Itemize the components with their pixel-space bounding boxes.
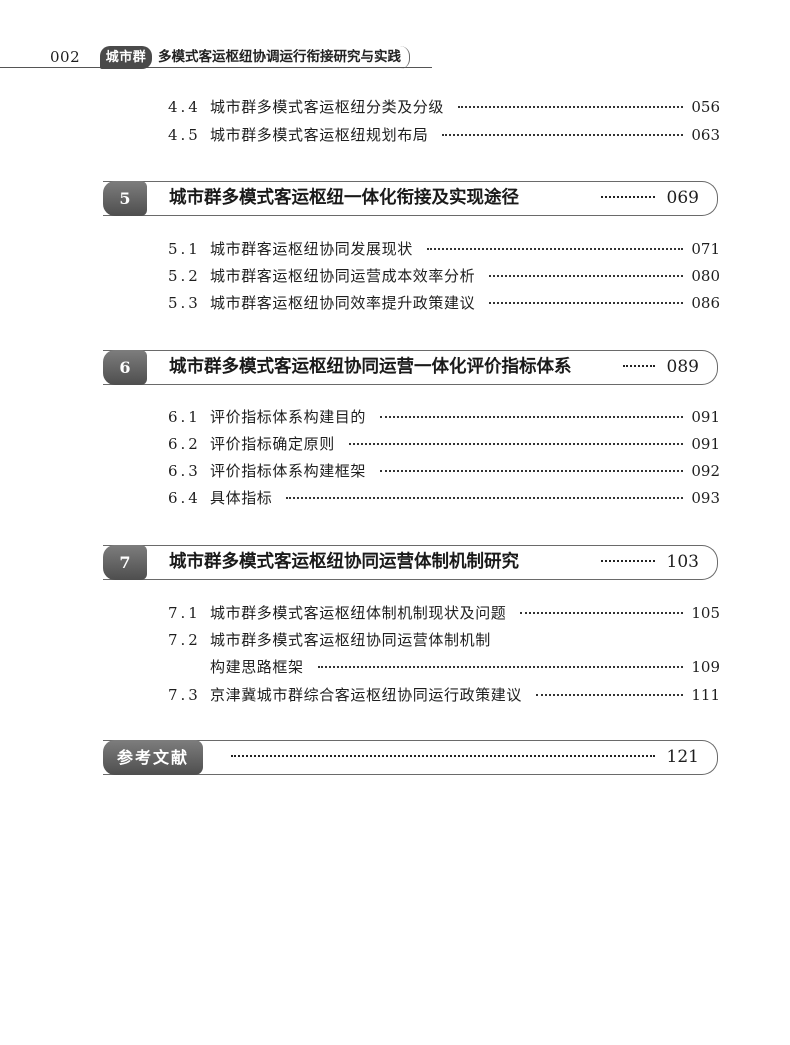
section-page: 056 <box>691 98 720 116</box>
book-title: 多模式客运枢纽协调运行衔接研究与实践 <box>158 46 410 69</box>
dot-leader <box>458 106 684 108</box>
dot-leader <box>601 560 655 562</box>
section-number: 4.4 <box>168 98 201 116</box>
toc-entry-5-2[interactable]: 5.2 城市群客运枢纽协同运营成本效率分析 080 <box>168 265 720 287</box>
section-number: 7.3 <box>168 686 201 704</box>
toc-entry-6-4[interactable]: 6.4 具体指标 093 <box>168 487 720 509</box>
section-number: 5.3 <box>168 294 201 312</box>
section-title: 城市群多模式客运枢纽分类及分级 <box>210 98 445 116</box>
chapter-page: 103 <box>666 552 699 572</box>
chapter-page: 089 <box>666 357 699 377</box>
section-page: 105 <box>691 604 720 622</box>
section-title: 城市群客运枢纽协同发展现状 <box>210 240 413 258</box>
chapter-number-badge: 5 <box>103 181 147 216</box>
section-page: 063 <box>691 126 720 144</box>
references-heading[interactable]: 参考文献 121 <box>103 740 718 775</box>
section-title: 城市群多模式客运枢纽规划布局 <box>210 126 429 144</box>
section-number: 5.2 <box>168 267 201 285</box>
section-number: 7.1 <box>168 604 201 622</box>
toc-entry-4-5[interactable]: 4.5 城市群多模式客运枢纽规划布局 063 <box>168 124 720 146</box>
section-title: 城市群客运枢纽协同运营成本效率分析 <box>210 267 476 285</box>
section-number: 4.5 <box>168 126 201 144</box>
section-page: 086 <box>691 294 720 312</box>
dot-leader <box>317 666 684 668</box>
chapter-number-badge: 6 <box>103 350 147 385</box>
toc-entry-6-3[interactable]: 6.3 评价指标体系构建框架 092 <box>168 460 720 482</box>
toc-entry-4-4[interactable]: 4.4 城市群多模式客运枢纽分类及分级 056 <box>168 96 720 118</box>
section-title: 具体指标 <box>210 489 273 507</box>
chapter-7-heading[interactable]: 7 城市群多模式客运枢纽协同运营体制机制研究 103 <box>103 545 718 580</box>
dot-leader <box>536 694 684 696</box>
running-header: 002 城市群 多模式客运枢纽协调运行衔接研究与实践 <box>0 40 790 76</box>
dot-leader <box>623 365 655 367</box>
section-number: 6.3 <box>168 462 201 480</box>
series-badge: 城市群 <box>100 46 152 69</box>
dot-leader <box>380 470 684 472</box>
section-title: 城市群客运枢纽协同效率提升政策建议 <box>210 294 476 312</box>
section-title: 评价指标体系构建目的 <box>210 408 367 426</box>
section-title: 评价指标体系构建框架 <box>210 462 367 480</box>
section-title: 城市群多模式客运枢纽协同运营体制机制 <box>210 631 491 649</box>
toc-entry-7-2[interactable]: 7.2 城市群多模式客运枢纽协同运营体制机制 <box>168 629 720 651</box>
section-number: 6.2 <box>168 435 201 453</box>
chapter-number-badge: 7 <box>103 545 147 580</box>
dot-leader <box>520 612 684 614</box>
section-title: 城市群多模式客运枢纽体制机制现状及问题 <box>210 604 507 622</box>
dot-leader <box>442 134 684 136</box>
section-number: 7.2 <box>168 631 201 649</box>
dot-leader <box>489 275 684 277</box>
header-rule <box>0 67 432 68</box>
chapter-title: 城市群多模式客运枢纽一体化衔接及实现途径 <box>169 188 519 208</box>
dot-leader <box>426 248 684 250</box>
chapter-5-heading[interactable]: 5 城市群多模式客运枢纽一体化衔接及实现途径 069 <box>103 181 718 216</box>
toc-entry-5-3[interactable]: 5.3 城市群客运枢纽协同效率提升政策建议 086 <box>168 292 720 314</box>
dot-leader <box>231 755 655 757</box>
section-page: 093 <box>691 489 720 507</box>
dot-leader <box>380 416 684 418</box>
page-number: 002 <box>50 48 81 66</box>
chapter-title: 城市群多模式客运枢纽协同运营体制机制研究 <box>169 552 519 572</box>
section-page: 071 <box>691 240 720 258</box>
toc-entry-5-1[interactable]: 5.1 城市群客运枢纽协同发展现状 071 <box>168 238 720 260</box>
dot-leader <box>286 497 684 499</box>
section-page: 091 <box>691 435 720 453</box>
toc-entry-7-3[interactable]: 7.3 京津冀城市群综合客运枢纽协同运行政策建议 111 <box>168 684 720 706</box>
section-page: 109 <box>691 658 720 676</box>
dot-leader <box>489 302 684 304</box>
references-badge: 参考文献 <box>103 740 203 775</box>
chapter-6-heading[interactable]: 6 城市群多模式客运枢纽协同运营一体化评价指标体系 089 <box>103 350 718 385</box>
toc-entry-7-2-continued[interactable]: 构建思路框架 109 <box>168 656 720 678</box>
toc-entry-7-1[interactable]: 7.1 城市群多模式客运枢纽体制机制现状及问题 105 <box>168 602 720 624</box>
section-page: 111 <box>691 686 720 704</box>
section-page: 091 <box>691 408 720 426</box>
toc-entry-6-1[interactable]: 6.1 评价指标体系构建目的 091 <box>168 406 720 428</box>
section-number: 6.1 <box>168 408 201 426</box>
section-page: 092 <box>691 462 720 480</box>
dot-leader <box>348 443 684 445</box>
section-title: 评价指标确定原则 <box>210 435 335 453</box>
chapter-page: 069 <box>666 188 699 208</box>
section-title: 京津冀城市群综合客运枢纽协同运行政策建议 <box>210 686 523 704</box>
section-page: 080 <box>691 267 720 285</box>
chapter-title: 城市群多模式客运枢纽协同运营一体化评价指标体系 <box>169 357 572 377</box>
toc-entry-6-2[interactable]: 6.2 评价指标确定原则 091 <box>168 433 720 455</box>
dot-leader <box>601 196 655 198</box>
section-number: 5.1 <box>168 240 201 258</box>
references-page: 121 <box>666 747 699 767</box>
section-number: 6.4 <box>168 489 201 507</box>
section-title-continued: 构建思路框架 <box>210 658 304 676</box>
